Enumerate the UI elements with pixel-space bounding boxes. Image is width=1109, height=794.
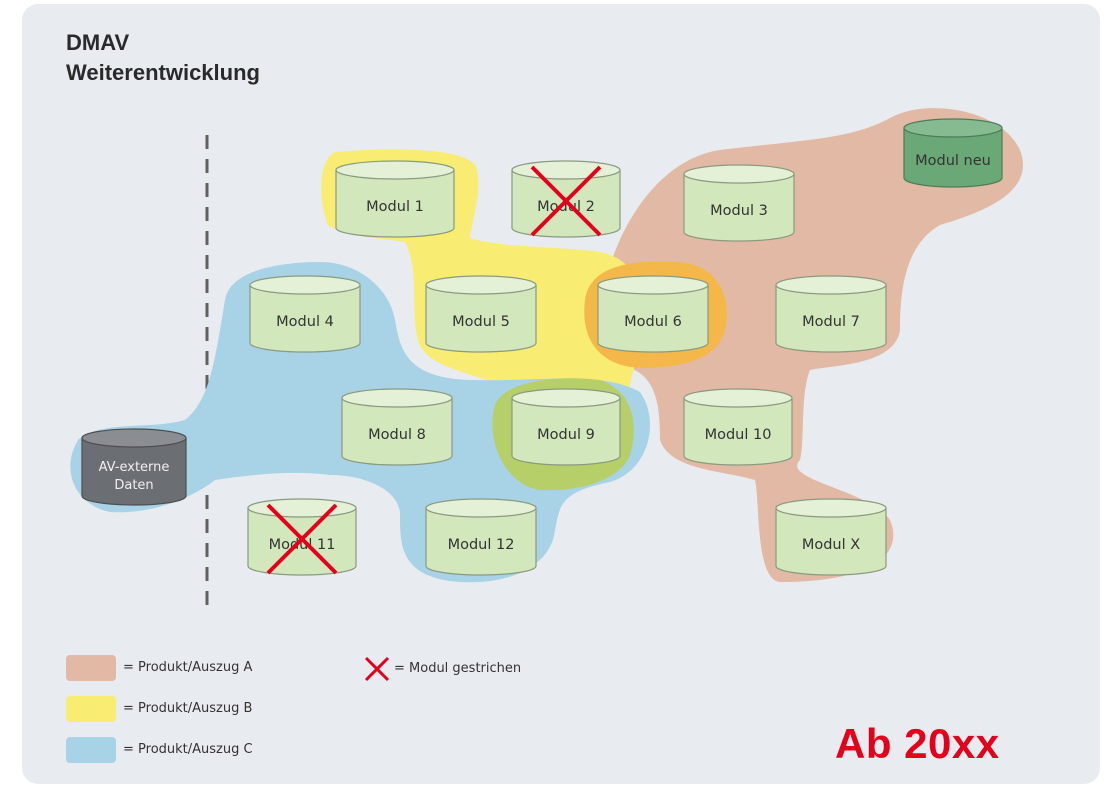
m4-cylinder-top [249, 275, 361, 295]
m1-cylinder-body [335, 169, 455, 238]
mx-label: Modul X [802, 537, 860, 553]
legend-swatch-produkt-b [66, 696, 116, 722]
m7-label: Modul 7 [802, 314, 860, 330]
legend-label-produkt-b: = Produkt/Auszug B [123, 701, 253, 716]
legend-swatch-produkt-c [66, 737, 116, 763]
external-data-label-line2: Daten [114, 478, 153, 493]
m2-label: Modul 2 [537, 199, 595, 215]
m8-label: Modul 8 [368, 427, 426, 443]
m3-cylinder-body [683, 173, 795, 242]
module-10-cylinder[interactable]: Modul 10 [683, 388, 793, 466]
module-4-cylinder[interactable]: Modul 4 [249, 275, 361, 353]
legend-label-produkt-a: = Produkt/Auszug A [123, 660, 253, 675]
m12-label: Modul 12 [448, 537, 515, 553]
m1-cylinder-top [335, 160, 455, 180]
m2-strike-cross-icon [530, 165, 602, 237]
mneu-cylinder-top [903, 118, 1003, 138]
year-label: Ab 20xx [835, 720, 1000, 767]
mneu-label: Modul neu [915, 153, 991, 169]
mx-cylinder-body [775, 507, 887, 576]
m6-cylinder-body [597, 284, 709, 353]
m3-label: Modul 3 [710, 203, 768, 219]
module-7-cylinder[interactable]: Modul 7 [775, 275, 887, 353]
m11-label: Modul 11 [269, 537, 336, 553]
m9-cylinder-body [511, 397, 621, 466]
ext-cylinder-body [81, 437, 187, 506]
module-12-cylinder[interactable]: Modul 12 [425, 498, 537, 576]
module-1-cylinder[interactable]: Modul 1 [335, 160, 455, 238]
module-8-cylinder[interactable]: Modul 8 [341, 388, 453, 466]
legend-strike-cross-icon [364, 656, 390, 682]
m7-cylinder-top [775, 275, 887, 295]
m1-label: Modul 1 [366, 199, 424, 215]
ext-cylinder-top [81, 428, 187, 448]
m3-cylinder-top [683, 164, 795, 184]
m6-label: Modul 6 [624, 314, 682, 330]
m8-cylinder-body [341, 397, 453, 466]
mx-cylinder-top [775, 498, 887, 518]
m9-label: Modul 9 [537, 427, 595, 443]
legend-swatch-produkt-a [66, 655, 116, 681]
m4-cylinder-body [249, 284, 361, 353]
m12-cylinder-body [425, 507, 537, 576]
m5-label: Modul 5 [452, 314, 510, 330]
module-9-cylinder[interactable]: Modul 9 [511, 388, 621, 466]
m2-cylinder-top [511, 160, 621, 180]
m10-cylinder-body [683, 397, 793, 466]
m11-cylinder-top [247, 498, 357, 518]
m6-cylinder-top [597, 275, 709, 295]
mneu-cylinder-body [903, 127, 1003, 188]
m4-label: Modul 4 [276, 314, 334, 330]
module-5-cylinder[interactable]: Modul 5 [425, 275, 537, 353]
module-11-cylinder[interactable]: Modul 11 [247, 498, 357, 576]
module-x-cylinder[interactable]: Modul X [775, 498, 887, 576]
legend-label-produkt-c: = Produkt/Auszug C [123, 742, 253, 757]
module-2-cylinder[interactable]: Modul 2 [511, 160, 621, 238]
m10-label: Modul 10 [705, 427, 772, 443]
m5-cylinder-top [425, 275, 537, 295]
m9-cylinder-top [511, 388, 621, 408]
module-3-cylinder[interactable]: Modul 3 [683, 164, 795, 242]
legend-label-strike: = Modul gestrichen [394, 661, 522, 676]
m5-cylinder-body [425, 284, 537, 353]
m7-cylinder-body [775, 284, 887, 353]
external-data-label-line1: AV-externe [99, 460, 170, 475]
m12-cylinder-top [425, 498, 537, 518]
m10-cylinder-top [683, 388, 793, 408]
m11-strike-cross-icon [266, 503, 338, 575]
m8-cylinder-top [341, 388, 453, 408]
module-6-cylinder[interactable]: Modul 6 [597, 275, 709, 353]
module-neu-cylinder[interactable]: Modul neu [903, 118, 1003, 188]
diagram-subtitle: Weiterentwicklung [66, 60, 260, 85]
diagram-title: DMAV [66, 30, 130, 55]
